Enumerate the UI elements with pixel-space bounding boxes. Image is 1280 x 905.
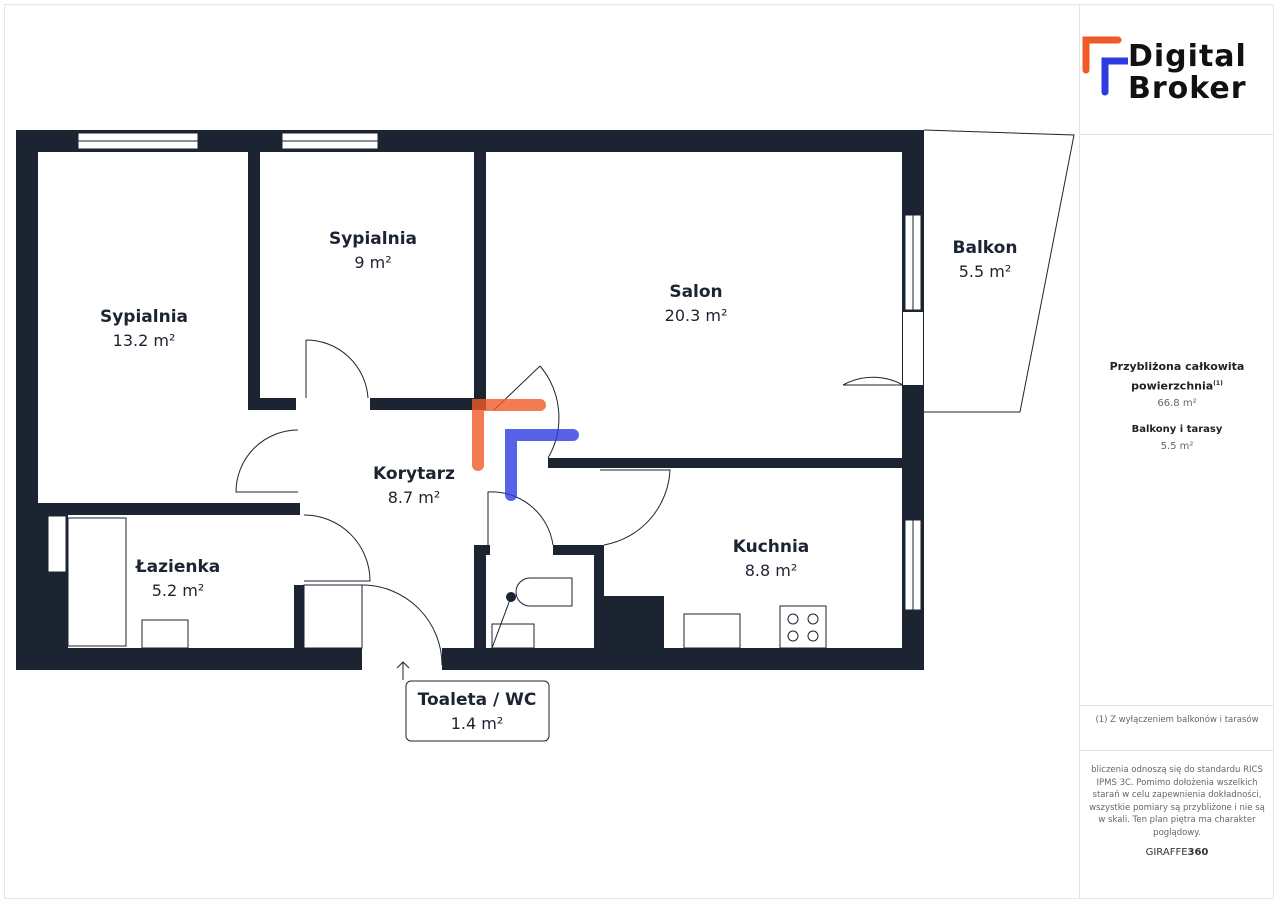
room-area: 9 m² xyxy=(354,253,391,272)
wall xyxy=(16,130,38,670)
up-arrow-icon xyxy=(396,661,410,680)
stove-icon xyxy=(779,605,827,649)
logo-watermark-blue xyxy=(505,429,579,501)
room-name: Łazienka xyxy=(135,557,221,577)
logo-text-line1: Digital xyxy=(1128,39,1247,74)
balcony-outline xyxy=(923,129,1075,413)
page-frame xyxy=(4,4,1274,899)
room-name: Sypialnia xyxy=(329,229,417,249)
disclaimer-block: bliczenia odnoszą się do standardu RICS … xyxy=(1080,764,1274,859)
logo-mark-icon xyxy=(1082,36,1128,96)
wall xyxy=(248,152,260,410)
wall xyxy=(442,648,924,670)
wall xyxy=(294,585,304,648)
sidebar-divider xyxy=(1079,4,1080,899)
area-summary: Przybliżona całkowita powierzchnia(1) 66… xyxy=(1080,358,1274,452)
divider xyxy=(1080,134,1274,135)
room-area: 1.4 m² xyxy=(451,714,504,733)
footnote: (1) Z wyłączeniem balkonów i tarasów xyxy=(1095,715,1259,725)
wall xyxy=(16,648,362,670)
logo-text-line2: Broker xyxy=(1128,71,1247,106)
room-name: Korytarz xyxy=(373,464,455,484)
sink-icon xyxy=(141,619,189,649)
cabinet-icon xyxy=(303,584,363,649)
door-swings xyxy=(235,339,904,666)
wc-marker-line xyxy=(491,596,512,649)
wall xyxy=(16,130,924,152)
windows xyxy=(47,132,922,611)
wall xyxy=(248,398,296,410)
door-openings xyxy=(362,312,923,670)
wc-label-box xyxy=(405,680,550,742)
brand-logo: Digital Broker xyxy=(1082,34,1272,104)
footnote-marker: (1) xyxy=(1213,380,1223,387)
room-area: 5.2 m² xyxy=(152,581,205,600)
credit-b: 360 xyxy=(1187,847,1209,858)
credit-a: GIRAFFE xyxy=(1145,847,1188,858)
room-area: 8.7 m² xyxy=(388,488,441,507)
room-name: Kuchnia xyxy=(733,537,810,557)
room-area: 5.5 m² xyxy=(959,262,1012,281)
room-labels: Sypialnia 13.2 m² Sypialnia 9 m² Salon 2… xyxy=(100,229,1017,733)
wall xyxy=(38,503,300,515)
wall xyxy=(474,545,490,555)
kitchen-sink-icon xyxy=(683,613,741,649)
balcony-label: Balkony i tarasy xyxy=(1131,423,1223,435)
logo-watermark-orange xyxy=(472,399,546,471)
wall xyxy=(474,152,486,410)
wall xyxy=(604,596,664,648)
walls xyxy=(16,130,924,670)
divider xyxy=(1080,750,1274,751)
room-name: Sypialnia xyxy=(100,307,188,327)
bathtub-icon xyxy=(67,517,127,647)
wall xyxy=(594,545,604,648)
wall xyxy=(553,545,604,555)
room-name: Balkon xyxy=(953,238,1018,258)
toilet-icon xyxy=(515,577,573,607)
floor-plan: Sypialnia 13.2 m² Sypialnia 9 m² Salon 2… xyxy=(16,129,1075,742)
room-area: 8.8 m² xyxy=(745,561,798,580)
disclaimer: bliczenia odnoszą się do standardu RICS … xyxy=(1089,765,1265,838)
total-area-label: Przybliżona całkowita powierzchnia xyxy=(1109,360,1245,393)
wall xyxy=(548,458,902,468)
wall xyxy=(474,545,486,648)
divider xyxy=(1080,705,1274,706)
total-area-value: 66.8 m² xyxy=(1157,397,1197,409)
fixtures xyxy=(67,129,1075,649)
giraffe360-credit: GIRAFFE360 xyxy=(1146,847,1209,859)
room-area: 13.2 m² xyxy=(113,331,176,350)
room-name: Salon xyxy=(669,282,722,302)
room-name: Toaleta / WC xyxy=(418,690,537,710)
wc-sink-icon xyxy=(491,623,535,649)
room-area: 20.3 m² xyxy=(665,306,728,325)
wall xyxy=(370,398,486,410)
balcony-value: 5.5 m² xyxy=(1160,440,1194,452)
